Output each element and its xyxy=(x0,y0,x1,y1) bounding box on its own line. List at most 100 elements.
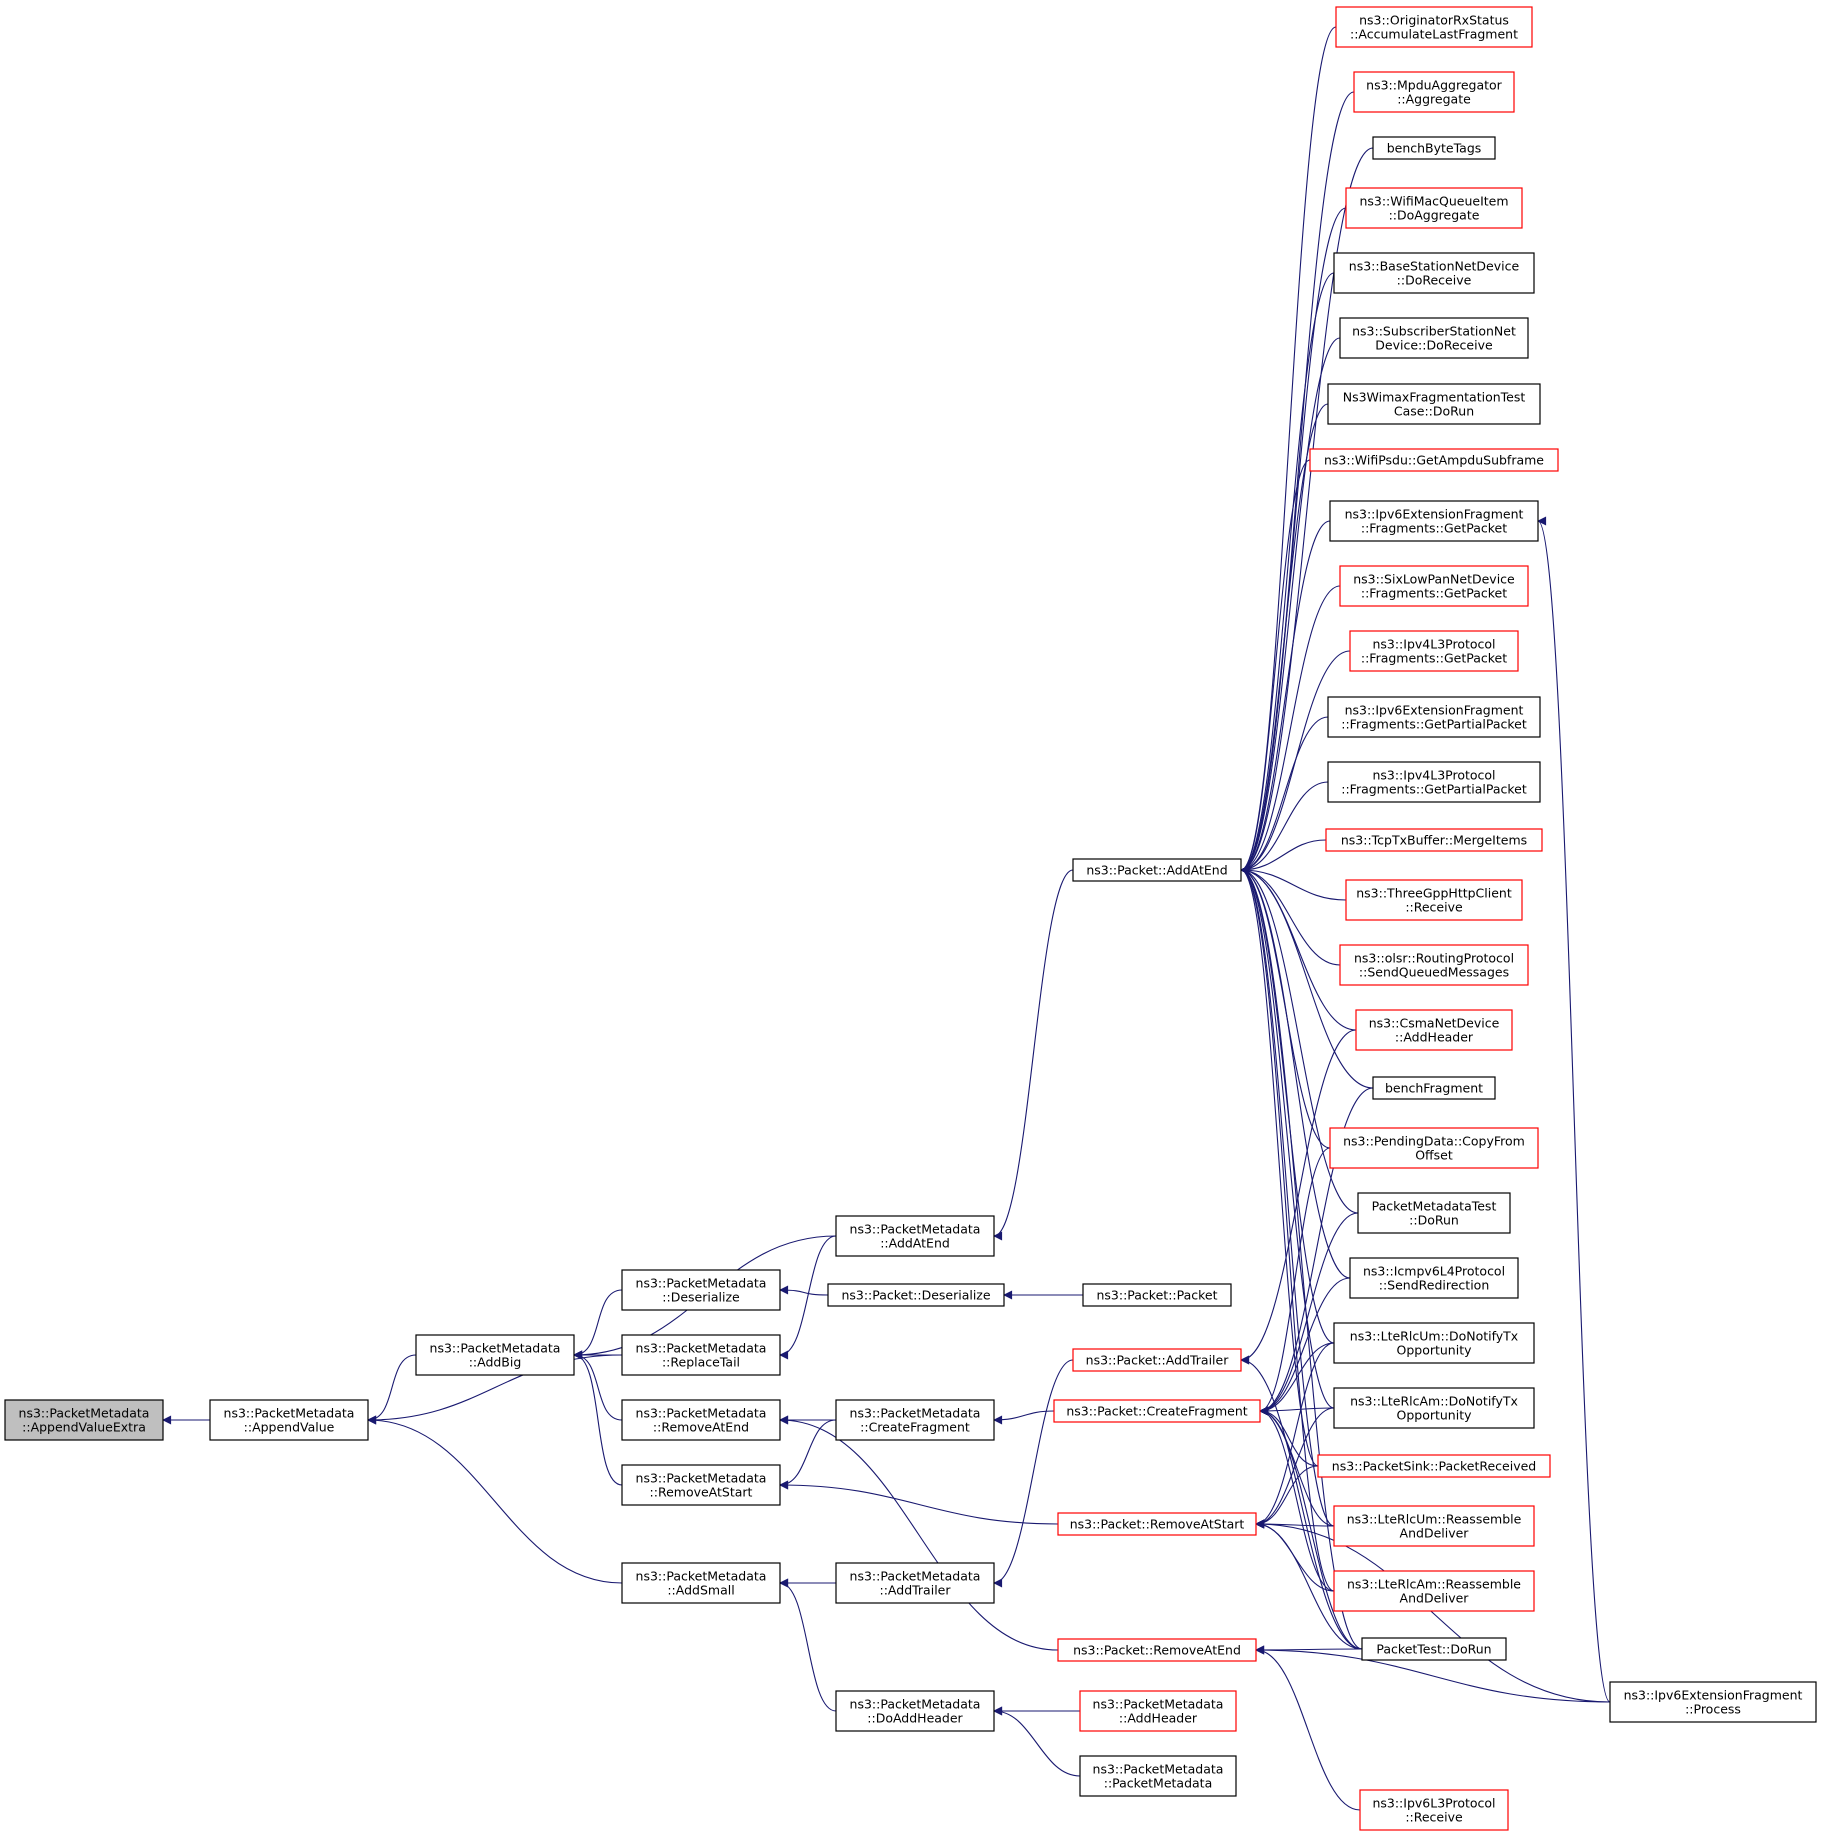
node-label-line: ns3::Ipv4L3Protocol xyxy=(1372,637,1495,652)
node-n5[interactable]: ns3::PacketMetadata::Deserialize xyxy=(621,1269,781,1311)
call-edge xyxy=(779,1578,837,1712)
node-n7[interactable]: ns3::PacketMetadata::RemoveAtStart xyxy=(621,1464,781,1506)
node-label-line: Case::DoRun xyxy=(1394,404,1474,419)
edge-n48-to-n18 xyxy=(1255,1645,1611,1703)
node-label-line: ::DoRun xyxy=(1409,1213,1459,1228)
node-n38[interactable]: benchFragment xyxy=(1372,1076,1496,1100)
call-edge xyxy=(1240,403,1329,875)
node-n11[interactable]: ns3::PacketMetadata::AddTrailer xyxy=(835,1562,995,1604)
edge-n25-to-n13 xyxy=(1240,272,1335,875)
call-edge xyxy=(1259,1406,1319,1467)
node-n40[interactable]: PacketMetadataTest::DoRun xyxy=(1357,1192,1511,1234)
node-label-line: ns3::TcpTxBuffer::MergeItems xyxy=(1341,833,1527,848)
node-n18[interactable]: ns3::Packet::RemoveAtEnd xyxy=(1057,1638,1257,1662)
node-n31[interactable]: ns3::Ipv4L3Protocol::Fragments::GetPacke… xyxy=(1349,630,1519,672)
edge-n48-to-n29 xyxy=(1537,516,1611,1703)
edge-n37-to-n15 xyxy=(1240,1029,1357,1365)
node-n36[interactable]: ns3::olsr::RoutingProtocol::SendQueuedMe… xyxy=(1339,944,1529,986)
node-label-line: ::AccumulateLastFragment xyxy=(1350,27,1518,42)
node-n41[interactable]: ns3::Icmpv6L4Protocol::SendRedirection xyxy=(1349,1257,1519,1299)
edge-n20-to-n12 xyxy=(993,1706,1081,1777)
node-label-line: ns3::PacketMetadata xyxy=(850,1697,981,1712)
node-n24[interactable]: ns3::WifiMacQueueItem::DoAggregate xyxy=(1345,187,1523,229)
node-label-line: ns3::Ipv6ExtensionFragment xyxy=(1345,507,1524,522)
node-n12[interactable]: ns3::PacketMetadata::DoAddHeader xyxy=(835,1690,995,1732)
call-edge xyxy=(1240,459,1311,875)
node-n28[interactable]: ns3::WifiPsdu::GetAmpduSubframe xyxy=(1309,448,1559,472)
call-edge xyxy=(1240,865,1335,1527)
node-n25[interactable]: ns3::BaseStationNetDevice::DoReceive xyxy=(1333,252,1535,294)
node-box xyxy=(1333,252,1535,294)
node-n32[interactable]: ns3::Ipv6ExtensionFragment::Fragments::G… xyxy=(1327,696,1541,738)
node-n47[interactable]: PacketTest::DoRun xyxy=(1361,1637,1507,1661)
node-n48[interactable]: ns3::Ipv6ExtensionFragment::Process xyxy=(1609,1681,1817,1723)
node-box xyxy=(1333,1570,1535,1612)
edge-n38-to-n16 xyxy=(1259,1087,1374,1416)
node-label-line: ::PacketMetadata xyxy=(1104,1776,1213,1791)
node-n35[interactable]: ns3::ThreeGppHttpClient::Receive xyxy=(1345,879,1523,921)
node-n30[interactable]: ns3::SixLowPanNetDevice::Fragments::GetP… xyxy=(1339,565,1529,607)
node-n8[interactable]: ns3::PacketMetadata::AddAtEnd xyxy=(835,1215,995,1257)
node-n6[interactable]: ns3::PacketMetadata::RemoveAtEnd xyxy=(621,1399,781,1441)
node-label-line: Device::DoReceive xyxy=(1375,338,1493,353)
node-n4[interactable]: ns3::PacketMetadata::ReplaceTail xyxy=(621,1334,781,1376)
edge-n9-to-n5 xyxy=(779,1285,829,1296)
node-box xyxy=(835,1562,995,1604)
node-n37[interactable]: ns3::CsmaNetDevice::AddHeader xyxy=(1355,1009,1513,1051)
call-edge xyxy=(1255,1645,1611,1703)
node-box xyxy=(1339,565,1529,607)
node-label-line: ::Fragments::GetPacket xyxy=(1361,651,1507,666)
node-n9[interactable]: ns3::Packet::Deserialize xyxy=(827,1283,1005,1307)
node-n2[interactable]: ns3::PacketMetadata::AddBig xyxy=(415,1334,575,1376)
node-box xyxy=(1609,1681,1817,1723)
edge-n38-to-n13 xyxy=(1240,865,1374,1089)
node-n26[interactable]: ns3::SubscriberStationNetDevice::DoRecei… xyxy=(1339,317,1529,359)
call-edge xyxy=(1255,1342,1335,1529)
node-label-line: ::Aggregate xyxy=(1397,92,1471,107)
edge-n34-to-n13 xyxy=(1240,839,1327,875)
node-n23[interactable]: benchByteTags xyxy=(1372,136,1496,160)
node-n34[interactable]: ns3::TcpTxBuffer::MergeItems xyxy=(1325,828,1543,852)
node-label-line: ns3::PacketMetadata xyxy=(636,1569,767,1584)
node-label-line: ::Receive xyxy=(1405,900,1463,915)
call-edge xyxy=(367,1354,417,1425)
node-n22[interactable]: ns3::MpduAggregator::Aggregate xyxy=(1353,71,1515,113)
node-label-line: ::DoAggregate xyxy=(1389,208,1480,223)
node-n49[interactable]: ns3::Ipv6L3Protocol::Receive xyxy=(1359,1789,1509,1831)
node-n15[interactable]: ns3::Packet::AddTrailer xyxy=(1072,1348,1242,1372)
edges-layer xyxy=(162,26,1611,1811)
node-label-line: benchByteTags xyxy=(1387,141,1482,156)
node-n44[interactable]: ns3::PacketSink::PacketReceived xyxy=(1317,1454,1551,1478)
call-edge xyxy=(1255,1465,1319,1529)
node-label-line: ns3::Ipv6L3Protocol xyxy=(1372,1796,1495,1811)
node-label-line: ns3::PacketMetadata xyxy=(636,1276,767,1291)
node-n1[interactable]: ns3::PacketMetadata::AppendValue xyxy=(209,1399,369,1441)
node-label-line: ns3::PacketMetadata xyxy=(850,1222,981,1237)
node-n3[interactable]: ns3::PacketMetadata::AddSmall xyxy=(621,1562,781,1604)
node-label-line: ns3::PacketMetadata xyxy=(636,1341,767,1356)
node-n17[interactable]: ns3::Packet::RemoveAtStart xyxy=(1057,1512,1257,1536)
node-label-line: ::Deserialize xyxy=(662,1290,740,1305)
node-n29[interactable]: ns3::Ipv6ExtensionFragment::Fragments::G… xyxy=(1329,500,1539,542)
node-n13[interactable]: ns3::Packet::AddAtEnd xyxy=(1072,858,1242,882)
node-n33[interactable]: ns3::Ipv4L3Protocol::Fragments::GetParti… xyxy=(1327,761,1541,803)
node-n19[interactable]: ns3::PacketMetadata::AddHeader xyxy=(1079,1690,1237,1732)
call-edge xyxy=(1537,516,1611,1703)
node-label-line: ::SendQueuedMessages xyxy=(1359,965,1509,980)
edge-n40-to-n13 xyxy=(1240,865,1359,1214)
edge-n43-to-n13 xyxy=(1240,865,1335,1409)
node-box xyxy=(1355,1009,1513,1051)
node-n16[interactable]: ns3::Packet::CreateFragment xyxy=(1053,1399,1261,1423)
node-label-line: ns3::WifiPsdu::GetAmpduSubframe xyxy=(1324,453,1544,468)
node-n21[interactable]: ns3::OriginatorRxStatus::AccumulateLastF… xyxy=(1335,6,1533,48)
node-n20[interactable]: ns3::PacketMetadata::PacketMetadata xyxy=(1079,1755,1237,1797)
node-n10[interactable]: ns3::PacketMetadata::CreateFragment xyxy=(835,1399,995,1441)
node-n14[interactable]: ns3::Packet::Packet xyxy=(1082,1283,1232,1307)
